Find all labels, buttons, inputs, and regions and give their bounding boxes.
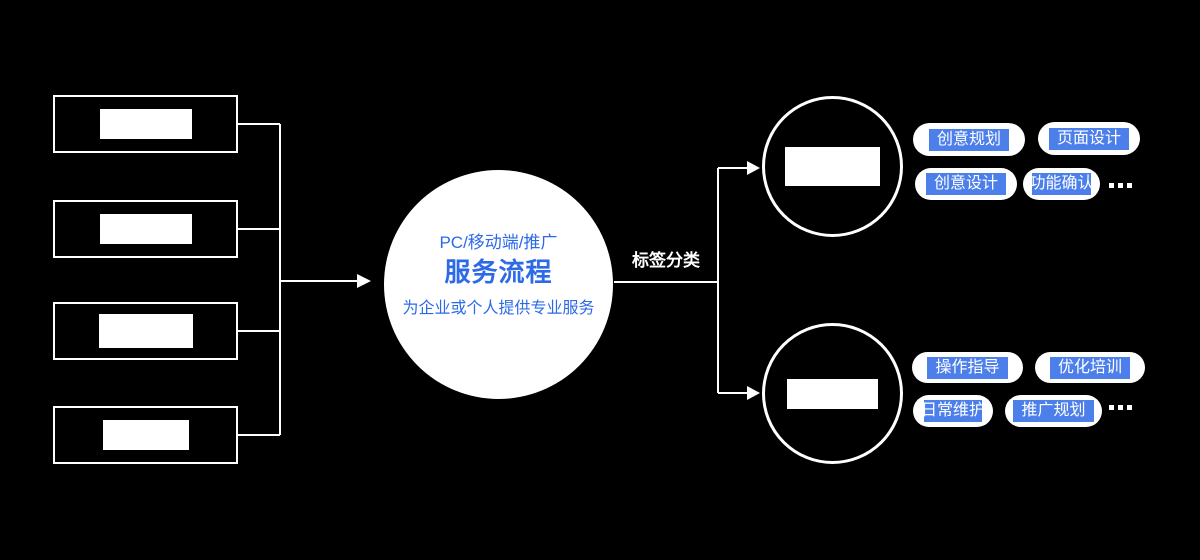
tag-function-confirm: 功能确认 — [1023, 168, 1100, 200]
tag-label: 功能确认 — [1032, 173, 1091, 195]
dot — [1118, 183, 1123, 188]
service-process-circle: PC/移动端/推广 服务流程 为企业或个人提供专业服务 — [384, 170, 613, 399]
source-box-4 — [53, 406, 238, 464]
tag-page-design: 页面设计 — [1038, 122, 1140, 155]
tag-label: 页面设计 — [1048, 127, 1129, 150]
tag-label: 日常维护 — [924, 400, 982, 422]
source-box-3 — [53, 302, 238, 360]
redacted-label-placeholder — [98, 314, 193, 348]
tag-promotion-planning: 推广规划 — [1005, 395, 1102, 427]
tag-creative-planning: 创意规划 — [913, 123, 1025, 156]
dot — [1109, 405, 1114, 410]
connector-path — [238, 123, 748, 436]
circle-title: 服务流程 — [444, 257, 553, 287]
tag-label: 创意规划 — [928, 128, 1009, 151]
redacted-label-placeholder — [99, 109, 192, 139]
arrowhead-main-icon — [357, 274, 371, 288]
redacted-label-placeholder — [99, 214, 192, 244]
dot — [1127, 183, 1132, 188]
source-box-1 — [53, 95, 238, 153]
tag-optimization-training: 优化培训 — [1035, 352, 1145, 383]
circle-subtitle-top: PC/移动端/推广 — [439, 233, 558, 252]
redacted-label-placeholder — [102, 420, 189, 450]
source-box-2 — [53, 200, 238, 258]
redacted-label-placeholder — [787, 378, 878, 409]
circle-subtitle-bottom: 为企业或个人提供专业服务 — [402, 300, 595, 317]
tag-daily-maintenance: 日常维护 — [913, 395, 993, 427]
tag-operation-guide: 操作指导 — [912, 352, 1023, 383]
ellipsis-icon — [1109, 183, 1132, 188]
arrowhead-bottom-icon — [747, 386, 760, 400]
dot — [1118, 405, 1123, 410]
tag-label: 创意设计 — [925, 173, 1006, 195]
tag-label: 优化培训 — [1049, 356, 1130, 379]
ellipsis-icon — [1109, 405, 1132, 410]
arrowhead-top-icon — [747, 161, 760, 175]
tag-label: 推广规划 — [1013, 400, 1094, 422]
dot — [1109, 183, 1114, 188]
category-circle-bottom — [762, 323, 903, 464]
branch-label: 标签分类 — [632, 251, 700, 270]
redacted-label-placeholder — [785, 147, 880, 186]
dot — [1127, 405, 1132, 410]
tag-creative-design: 创意设计 — [915, 168, 1017, 200]
tag-label: 操作指导 — [927, 356, 1008, 379]
category-circle-top — [762, 96, 903, 237]
